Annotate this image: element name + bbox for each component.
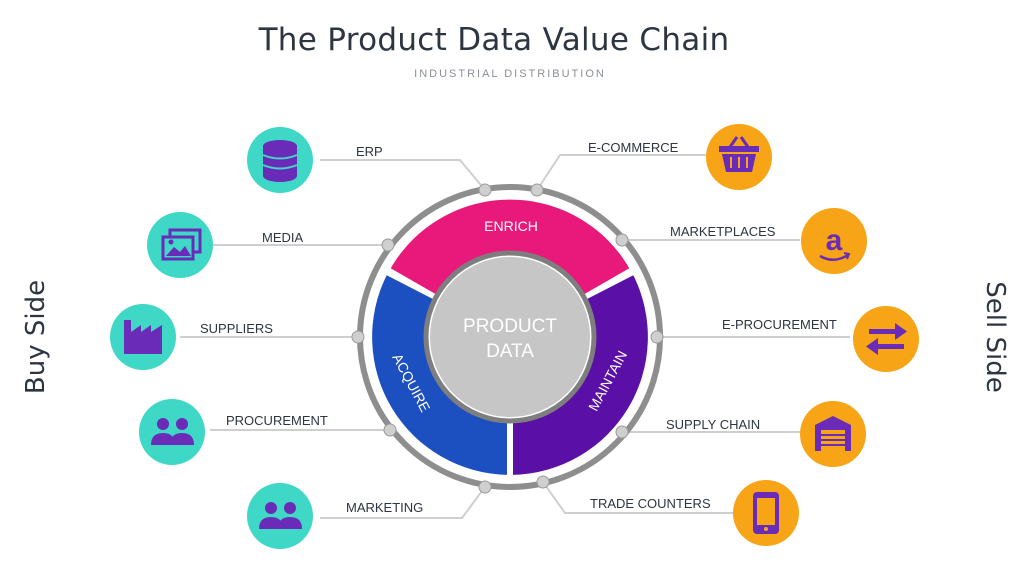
connector-ecommerce	[536, 154, 710, 191]
label-trade-counters: TRADE COUNTERS	[590, 496, 711, 511]
dot-ecommerce	[530, 183, 544, 197]
dot-suppliers	[351, 330, 365, 344]
warehouse-icon-glyph	[815, 416, 851, 451]
exchange-arrows-icon	[853, 306, 919, 372]
people-icon	[139, 399, 205, 465]
dot-eprocurement	[650, 330, 664, 344]
shopping-basket-icon-glyph	[719, 136, 759, 172]
page-subtitle: INDUSTRIAL DISTRIBUTION	[414, 68, 606, 80]
right-items: E-COMMERCE a MARKETPLACES	[588, 124, 919, 546]
amazon-icon	[801, 208, 867, 274]
label-marketplaces: MARKETPLACES	[670, 224, 776, 239]
item-supply-chain: SUPPLY CHAIN	[666, 401, 866, 467]
item-erp: ERP	[247, 127, 383, 193]
database-icon-glyph	[263, 140, 297, 182]
dot-supply-chain	[615, 425, 629, 439]
item-trade-counters: TRADE COUNTERS	[590, 480, 799, 546]
connector-erp	[320, 159, 486, 191]
item-marketplaces: a MARKETPLACES	[670, 208, 867, 274]
label-erp: ERP	[356, 144, 383, 159]
item-ecommerce: E-COMMERCE	[588, 124, 772, 190]
image-gallery-icon-glyph	[161, 228, 202, 261]
dot-erp	[478, 183, 492, 197]
ring-dots	[351, 183, 664, 494]
connector-marketing	[320, 486, 486, 519]
left-items: ERP MEDIA SUPPLIERS	[110, 127, 423, 549]
center-label-line2: DATA	[486, 341, 534, 362]
dot-trade-counters	[536, 475, 550, 489]
segment-enrich	[390, 199, 630, 298]
people-icon-glyph	[151, 418, 194, 445]
connector-lines	[180, 154, 850, 519]
people-icon-glyph	[259, 502, 302, 529]
svg-text:a: a	[826, 224, 843, 257]
item-eprocurement: E-PROCUREMENT	[722, 306, 919, 372]
center-circle	[430, 257, 590, 417]
smartphone-icon-glyph	[753, 492, 779, 534]
segment-acquire	[372, 275, 507, 475]
amazon-icon-glyph: a	[819, 224, 851, 261]
connector-trade-counters	[542, 481, 735, 514]
center-label-line1: PRODUCT	[463, 316, 557, 337]
item-procurement: PROCUREMENT	[139, 399, 328, 465]
item-suppliers: SUPPLIERS	[110, 304, 273, 370]
dot-marketing	[478, 480, 492, 494]
label-supply-chain: SUPPLY CHAIN	[666, 417, 760, 432]
exchange-arrows-icon-glyph	[866, 323, 907, 355]
segment-label-enrich: ENRICH	[484, 218, 538, 234]
label-procurement: PROCUREMENT	[226, 413, 328, 428]
cycle-segments	[372, 199, 648, 475]
label-suppliers: SUPPLIERS	[200, 321, 273, 336]
item-marketing: MARKETING	[247, 483, 423, 549]
dot-media	[381, 238, 395, 252]
dot-procurement	[383, 423, 397, 437]
dot-marketplaces	[615, 233, 629, 247]
factory-icon-glyph	[124, 320, 162, 354]
label-media: MEDIA	[262, 230, 304, 245]
segment-maintain	[513, 275, 648, 475]
page-title: The Product Data Value Chain	[258, 22, 730, 58]
label-marketing: MARKETING	[346, 500, 423, 515]
label-ecommerce: E-COMMERCE	[588, 140, 679, 155]
people-icon	[247, 483, 313, 549]
label-eprocurement: E-PROCUREMENT	[722, 317, 837, 332]
item-media: MEDIA	[147, 212, 304, 278]
